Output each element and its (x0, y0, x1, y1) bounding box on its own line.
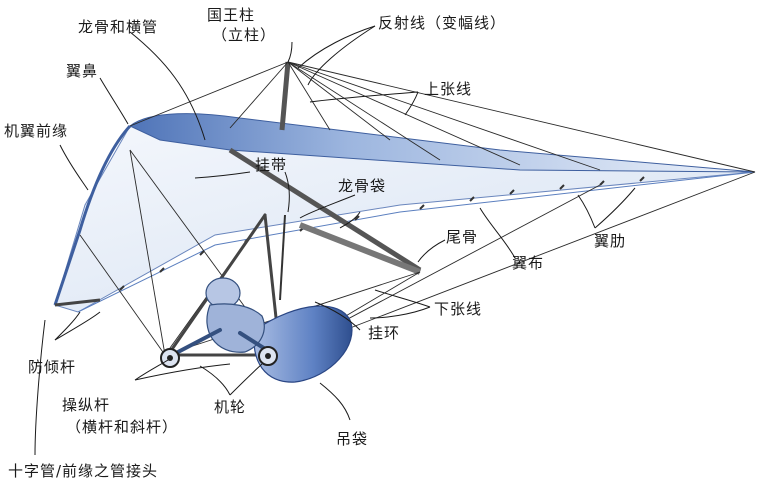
label-antiluff-bar: 防倾杆 (28, 358, 77, 376)
leading-edge-tube (53, 124, 132, 306)
label-keel-crossbar: 龙骨和横管 (78, 18, 159, 36)
leader-lines (34, 25, 636, 456)
label-reflex-line: 反射线（变幅线） (378, 14, 507, 32)
label-lower-wires: 下张线 (434, 300, 483, 318)
harness-bag (253, 305, 353, 383)
wheels (160, 346, 278, 368)
sail-top (129, 113, 756, 173)
antiluff-bar (54, 298, 101, 307)
label-upper-wires: 上张线 (424, 80, 473, 98)
label-harness: 吊袋 (336, 430, 369, 448)
label-wheels: 机轮 (214, 398, 247, 416)
pilot (176, 277, 272, 354)
kingpost (279, 61, 291, 131)
batten-tips (119, 176, 645, 291)
label-keel-pocket: 龙骨袋 (338, 177, 387, 195)
label-sail: 翼布 (512, 254, 545, 272)
keel-tube (228, 147, 422, 273)
label-control-bar-sub: （横杆和斜杆） (66, 418, 179, 436)
label-keel-tail: 尾骨 (446, 228, 479, 246)
upper-wires (129, 61, 756, 173)
label-control-bar: 操纵杆 (62, 396, 111, 414)
label-leading-edge: 机翼前缘 (4, 122, 69, 140)
label-hang-strap: 挂带 (255, 156, 288, 174)
label-cross-tube-junction: 十字管/前缘之管接头 (8, 462, 159, 480)
label-nose: 翼鼻 (66, 62, 99, 80)
label-battens: 翼肋 (594, 232, 627, 250)
hang-strap (279, 214, 286, 301)
keel-tail (298, 222, 422, 275)
label-kingpost-sub: （立柱） (212, 26, 277, 44)
label-hang-loop: 挂环 (368, 324, 401, 342)
label-kingpost: 国王柱 (207, 6, 256, 24)
